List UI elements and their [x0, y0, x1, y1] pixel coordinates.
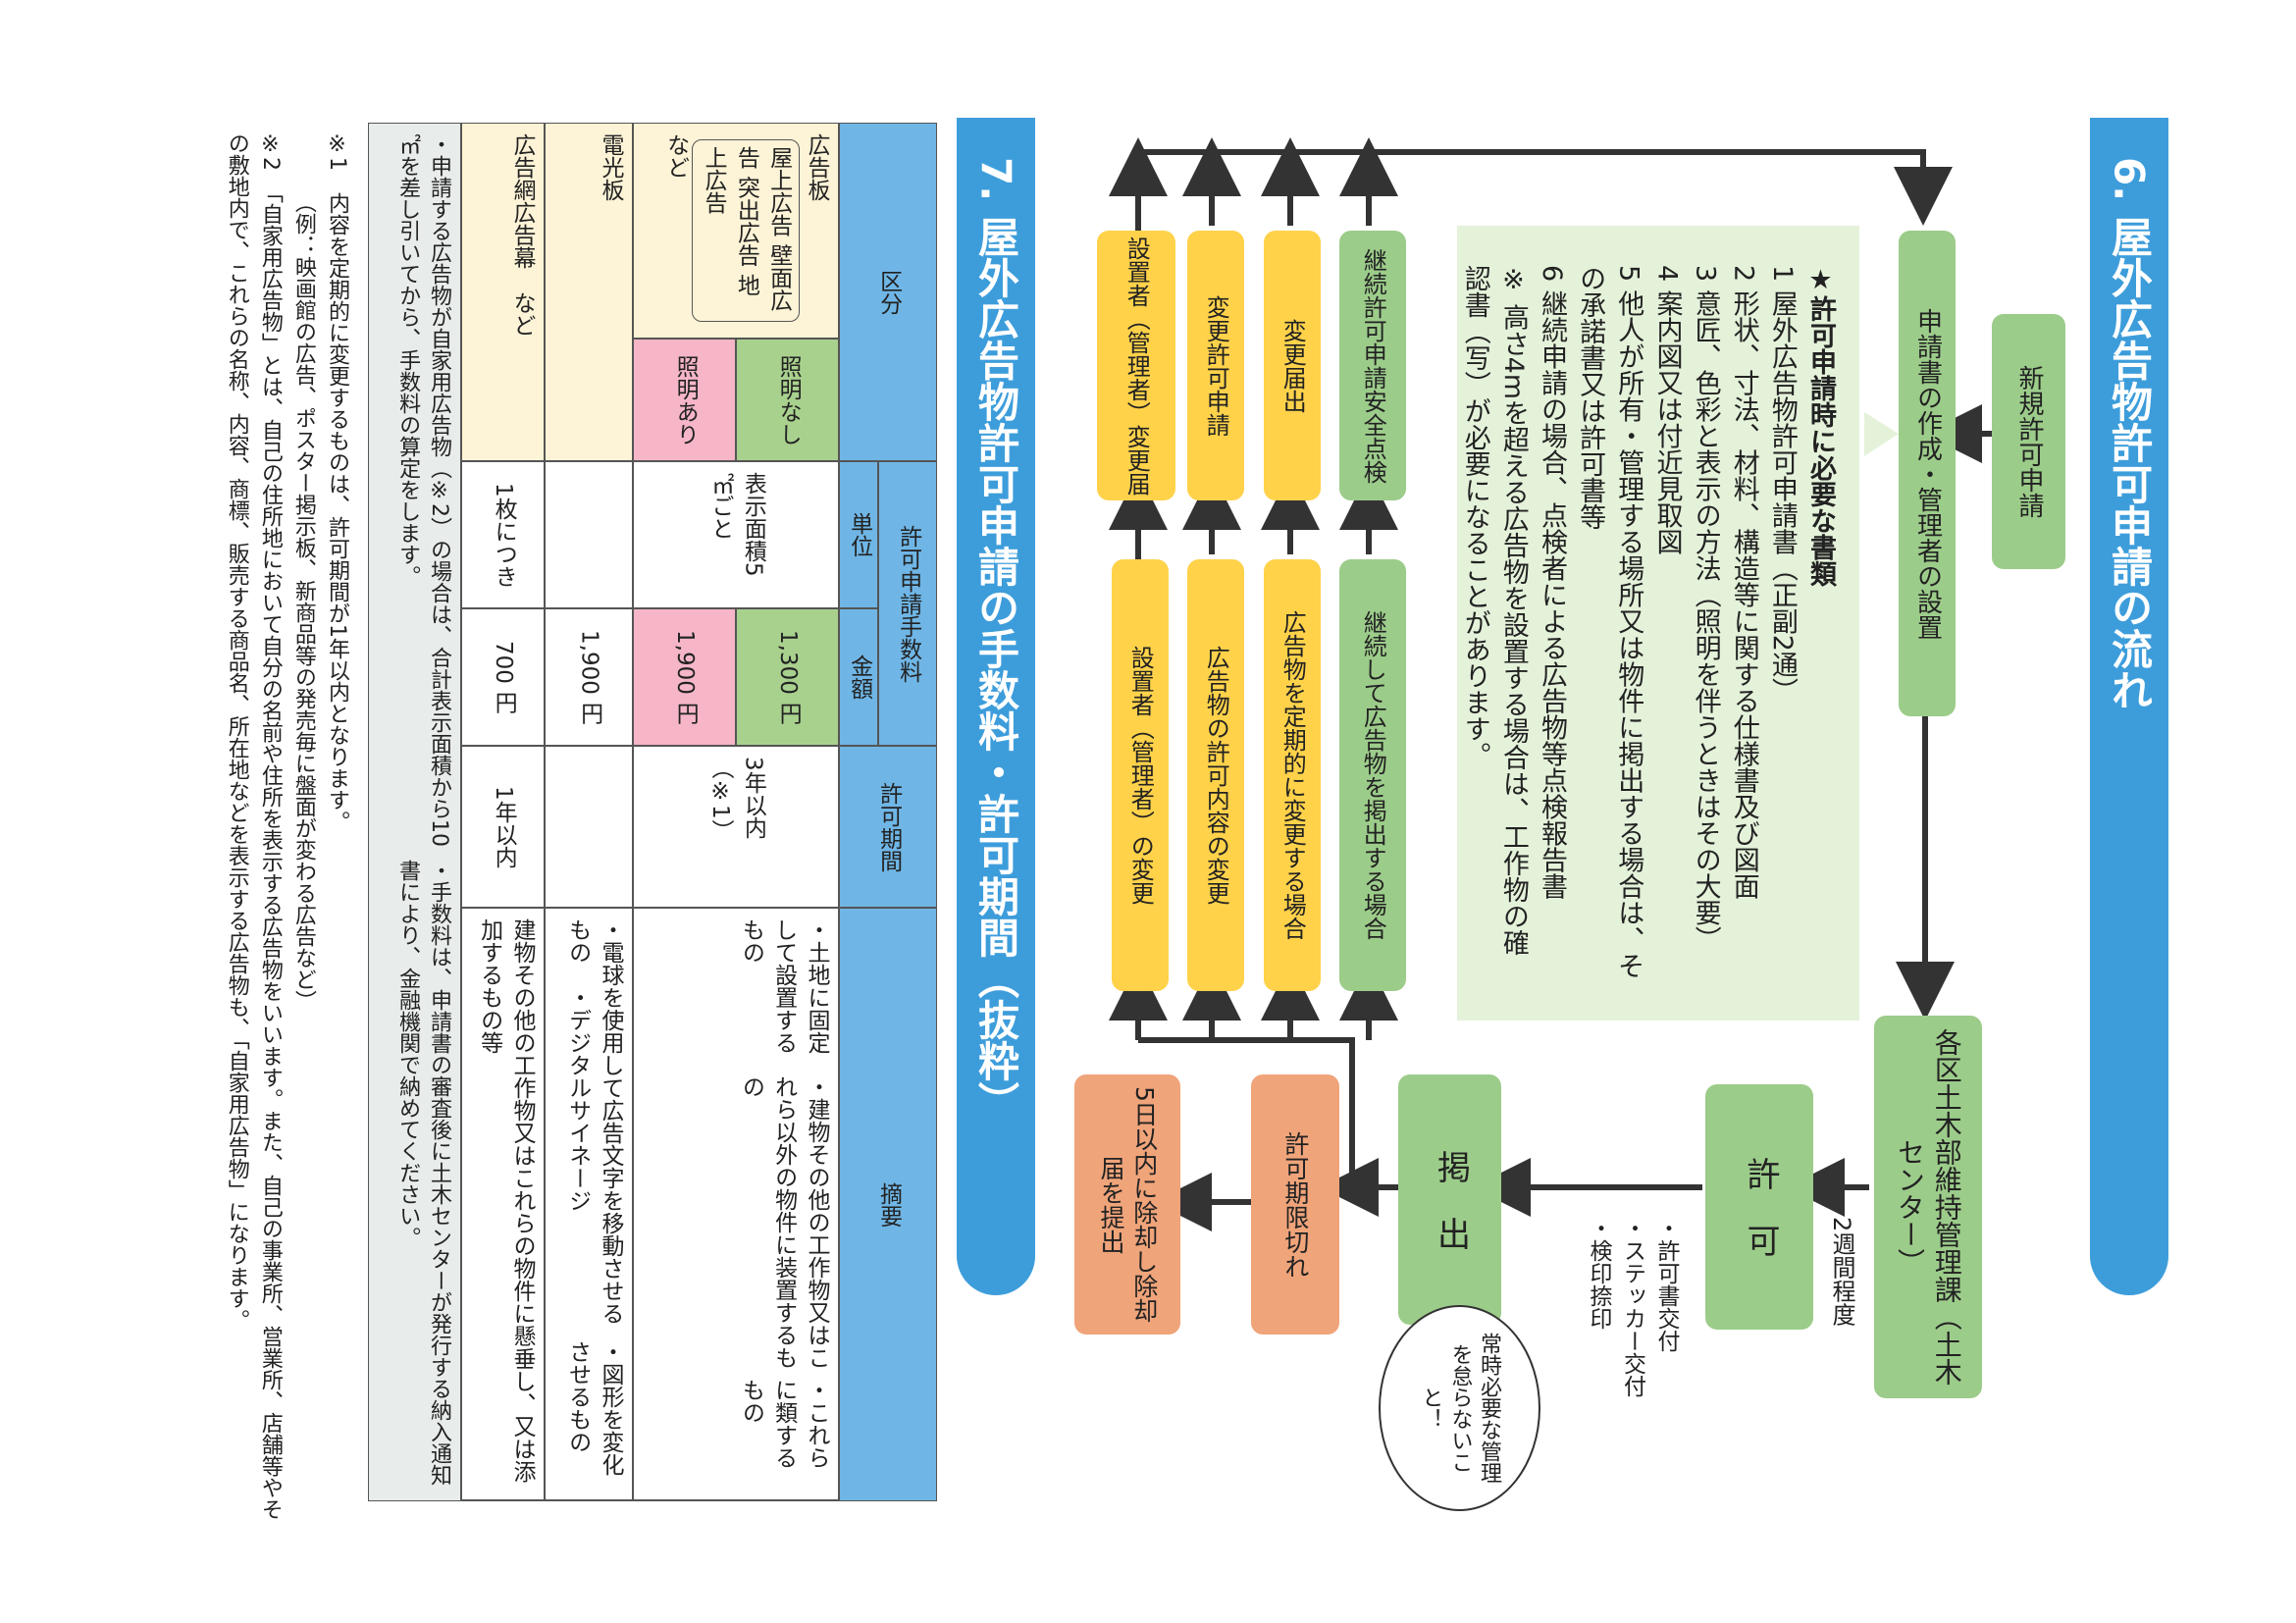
- requirements-box: ★許可申請時に必要な書類 1 屋外広告物許可申請書（正副2通） 2 形状、寸法、…: [1457, 226, 1859, 1021]
- permit-label: 許 可: [1740, 1157, 1780, 1257]
- period-3yr: 3年以内（※1）: [633, 746, 839, 908]
- unit-area-cell: 表示面積5㎡ごと: [633, 461, 839, 608]
- office-box: 各区土木部維持管理課（土木センター）: [1874, 1016, 1982, 1398]
- create-application-box: 申請書の作成・管理者の設置: [1899, 231, 1956, 716]
- note-1: ※1 内容を定期的に変更するものは、許可期間が1年以内となります。: [325, 132, 349, 832]
- fee-header: 許可申請手数料: [878, 461, 937, 746]
- table-footer: ・申請する広告物が自家用広告物（※2）の場合は、合計表示面積から10㎡を差し引い…: [368, 123, 461, 1501]
- case-bottom-periodic-change: 広告物を定期的に変更する場合: [1264, 559, 1321, 991]
- requirement-item: 1 屋外広告物許可申請書（正副2通）: [1766, 265, 1798, 705]
- unit-header: 単位: [839, 461, 878, 608]
- summary-electric: ・電球を使用して広告文字を移動させるもの ・デジタルサイネージ ・図形を変化させ…: [545, 908, 633, 1501]
- billboard-cell: 広告板 屋上広告 壁面広告 突出広告 地上広告 など: [633, 123, 839, 339]
- fee-no-light: 1,300 円: [736, 608, 839, 746]
- new-application-label: 新規許可申請: [2014, 365, 2045, 518]
- requirements-title: ★許可申請時に必要な書類: [1805, 265, 1836, 587]
- period-1yr: 1年以内: [461, 746, 545, 908]
- amount-header: 金額: [839, 608, 878, 746]
- new-application-box: 新規許可申請: [1992, 314, 2065, 569]
- removal-label: 5日以内に除却し除却届を提出: [1097, 1086, 1159, 1323]
- case-bottom-content-change: 広告物の許可内容の変更: [1187, 559, 1244, 991]
- permit-notes: ・許可書交付 ・ステッカー交付 ・検印捺印: [1586, 1217, 1679, 1397]
- fee-sheet: 700 円: [461, 608, 545, 746]
- kubun-header: 区分: [839, 123, 937, 461]
- requirement-item: 5 他人が所有・管理する場所又は物件に掲出する場合は、その承諾書又は許可書等: [1575, 265, 1644, 979]
- case-top-continue: 継続許可申請安全点検: [1339, 231, 1406, 500]
- requirement-item: 3 意匠、色彩と表示の方法（照明を伴うときはその大要）: [1690, 265, 1721, 953]
- case-top-change-permit: 変更許可申請: [1187, 231, 1244, 500]
- section7-title: 7. 屋外広告物許可申請の手数料・許可期間（抜粋）: [971, 157, 1020, 1123]
- post-box: 掲 出: [1398, 1074, 1501, 1325]
- no-light-cell: 照明なし: [736, 339, 839, 461]
- light-cell: 照明あり: [633, 339, 736, 461]
- case-bottom-installer-change: 設置者（管理者）の変更: [1112, 559, 1169, 991]
- two-weeks-label: 2週間程度: [1828, 1217, 1855, 1327]
- permit-box: 許 可: [1705, 1084, 1813, 1330]
- case-top-change-notice: 変更届出: [1264, 231, 1321, 500]
- billboard-types: 屋上広告 壁面広告 突出広告 地上広告: [691, 139, 800, 322]
- notes: ※1 内容を定期的に変更するものは、許可期間が1年以内となります。 （例：映画館…: [147, 132, 353, 1526]
- office-label: 各区土木部維持管理課（土木センター）: [1894, 1028, 1963, 1386]
- removal-box: 5日以内に除却し除却届を提出: [1074, 1074, 1180, 1335]
- section7-header: 7. 屋外広告物許可申請の手数料・許可期間（抜粋）: [957, 118, 1035, 1295]
- requirement-item: 2 形状、寸法、材料、構造等に関する仕様書及び図面: [1728, 265, 1759, 900]
- unit-sheet: 1枚につき: [461, 461, 545, 608]
- fee-light: 1,900 円: [633, 608, 736, 746]
- requirement-item: 6 継続申請の場合、点検者による広告物等点検報告書: [1537, 265, 1568, 900]
- case-top-installer-change: 設置者（管理者）変更届: [1097, 231, 1175, 500]
- electric-unit: [545, 461, 633, 608]
- fee-electric: 1,900 円: [545, 608, 633, 746]
- reminder-bubble: 常時必要な管理を怠らないこと！: [1379, 1305, 1540, 1511]
- summary-billboard: ・土地に固定して設置するもの ・建物その他の工作物又はこれら以外の物件に装置する…: [633, 908, 839, 1501]
- note-2: ※2 「自家用広告物」とは、自己の住所地において自分の名前や住所を表示する広告物…: [224, 132, 283, 1520]
- note-1b: （例：映画館の広告、ポスター掲示板、新商品等の発売毎に盤面が変わる広告など）: [290, 191, 316, 1012]
- period-header: 許可期間: [839, 746, 937, 908]
- electric-period: [545, 746, 633, 908]
- summary-header: 摘要: [839, 908, 937, 1501]
- electric-cell: 電光板: [545, 123, 633, 461]
- net-cell: 広告網 広告幕 など: [461, 123, 545, 461]
- post-label: 掲 出: [1431, 1149, 1471, 1250]
- requirement-item: 4 案内図又は付近見取図: [1651, 265, 1683, 555]
- summary-net: 建物その他の工作物又はこれらの物件に懸垂し、又は添加するもの等: [461, 908, 545, 1501]
- case-bottom-continue: 継続して広告物を掲出する場合: [1339, 559, 1406, 991]
- create-application-label: 申請書の作成・管理者の設置: [1912, 307, 1943, 640]
- section6-title: 6. 屋外広告物許可申請の流れ: [2105, 157, 2154, 710]
- section6-header: 6. 屋外広告物許可申請の流れ: [2090, 118, 2168, 1295]
- requirement-item: ※ 高さ4mを超える広告物を設置する場合は、工作物の確認書（写）が必要になること…: [1459, 265, 1529, 957]
- expire-box: 許可期限切れ: [1251, 1074, 1339, 1335]
- expire-label: 許可期限切れ: [1280, 1130, 1310, 1279]
